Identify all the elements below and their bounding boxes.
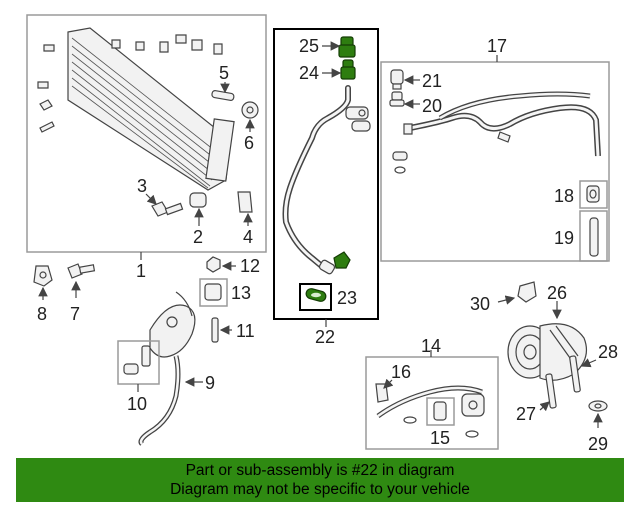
banner-line-1: Part or sub-assembly is #22 in diagram [185,462,455,479]
seal-18-icon [586,185,600,203]
small-fittings-icon [392,123,511,174]
seal-19-icon [589,217,599,257]
seal-15-icon [433,401,447,421]
valve-cap-21-icon [390,69,404,90]
bracket-8-icon [33,265,53,287]
liquid-line-box [380,61,610,262]
callout-18: 18 [554,186,574,206]
callout-6: 6 [244,133,254,153]
callout-26: 26 [547,283,567,303]
info-banner: Part or sub-assembly is #22 in diagram D… [16,458,624,502]
callout-22: 22 [315,327,335,347]
bolt-icon [151,201,184,217]
callout-13: 13 [231,283,251,303]
box-18 [579,180,608,209]
suction-line-box [365,356,499,450]
callout-28: 28 [598,342,618,362]
seal-box [299,283,332,311]
nut-12-icon [206,256,221,273]
pin-11-icon [211,317,219,343]
callout-21: 21 [422,71,442,91]
callout-14: 14 [421,336,441,356]
bolt-7-icon [67,263,96,279]
callout-1: 1 [136,261,146,281]
box-15 [426,397,455,426]
lower-left-parts: 8 7 12 13 9 10 11 [33,256,260,446]
callout-23: 23 [337,288,357,308]
valve-core-24-icon [340,59,356,80]
callout-4: 4 [243,227,253,247]
muffler-icon [461,393,485,417]
dowel-pin-icon [211,90,235,101]
banner-line-2: Diagram may not be specific to your vehi… [170,481,470,498]
condenser-core-icon [67,27,235,191]
bracket-30-icon [517,281,537,303]
callout-15: 15 [430,428,450,448]
callout-10: 10 [127,394,147,414]
callout-16: 16 [391,362,411,382]
fitting-16-icon [375,383,389,403]
mount-bolts-icon [37,34,223,133]
callout-30: 30 [470,294,490,314]
condenser-group: 1 2 3 4 5 6 [26,14,267,281]
callout-7: 7 [70,304,80,324]
stud-28-icon [569,355,581,393]
hose-assembly-group: 25 24 23 22 [273,28,379,347]
hose-bracket-icon [345,106,371,132]
callout-12: 12 [240,256,260,276]
bushing-icon [241,101,259,119]
bolt-10-icon [141,345,151,367]
compressor-bracket-icon [149,291,196,358]
compressor-group: 30 26 27 28 29 [470,281,618,454]
fitting-green-icon [333,251,351,269]
callout-3: 3 [137,176,147,196]
callout-8: 8 [37,304,47,324]
callout-29: 29 [588,434,608,454]
valve-core-20-icon [389,91,405,107]
callout-11: 11 [236,321,255,341]
seal-13-icon [204,283,222,301]
o-ring-23-icon [305,288,327,302]
callout-27: 27 [516,404,536,424]
box-19 [579,210,608,262]
condenser-box [26,14,267,253]
callout-20: 20 [422,96,442,116]
callout-24: 24 [299,63,319,83]
hose-end-fitting-icon [318,259,336,275]
clip-icon [237,191,253,213]
washer-29-icon [588,400,608,412]
liquid-line-group: 17 21 20 18 19 [380,36,610,262]
callout-17: 17 [487,36,507,56]
callout-19: 19 [554,228,574,248]
callout-9: 9 [205,373,215,393]
stud-27-icon [545,373,557,409]
cap-25-icon [338,36,356,58]
suction-line-group: 14 16 15 [365,336,499,450]
callout-2: 2 [193,227,203,247]
grommet-icon [189,192,207,208]
box-13 [199,278,228,307]
callout-25: 25 [299,36,319,56]
callout-5: 5 [219,63,229,83]
